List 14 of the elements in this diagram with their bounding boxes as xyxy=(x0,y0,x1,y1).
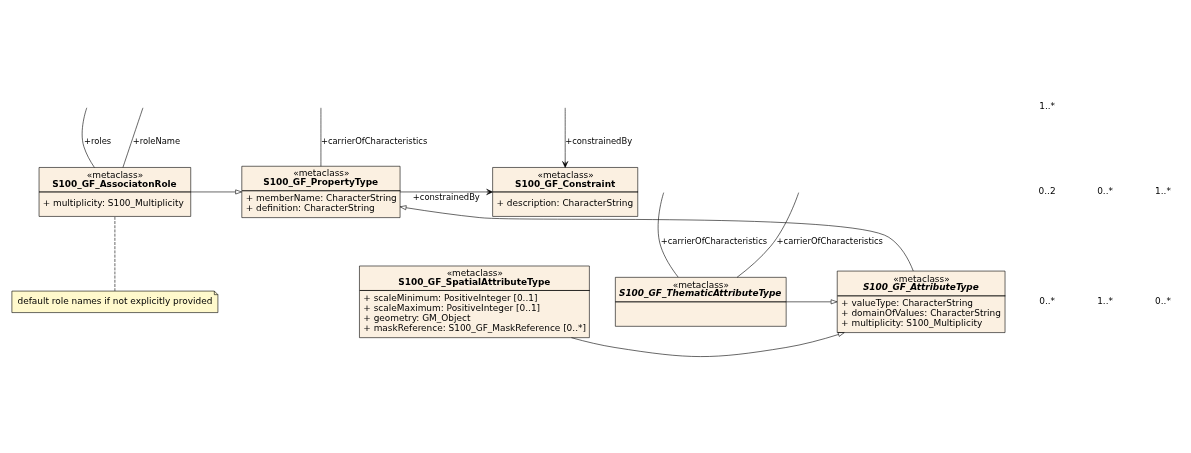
edge-label: +carrierOfCharacteristics xyxy=(660,236,768,247)
edge-label: +constrainedBy xyxy=(412,192,480,203)
edge-label: +constrainedBy xyxy=(565,136,633,147)
edge-label: +carrierOfCharacteristics xyxy=(776,236,883,247)
label: 0..* xyxy=(1039,295,1056,306)
edge-label: +carrierOfCharacteristics xyxy=(320,136,428,147)
edge-label: +roles xyxy=(83,136,112,147)
label: 1..* xyxy=(1097,295,1113,306)
label: 1..* xyxy=(1039,101,1056,112)
label: 0..2 xyxy=(1038,186,1056,197)
label: 0..* xyxy=(1097,186,1113,197)
label: 0..* xyxy=(1155,295,1171,306)
edge-label: +roleName xyxy=(132,136,181,147)
label: 1..* xyxy=(1155,186,1171,197)
